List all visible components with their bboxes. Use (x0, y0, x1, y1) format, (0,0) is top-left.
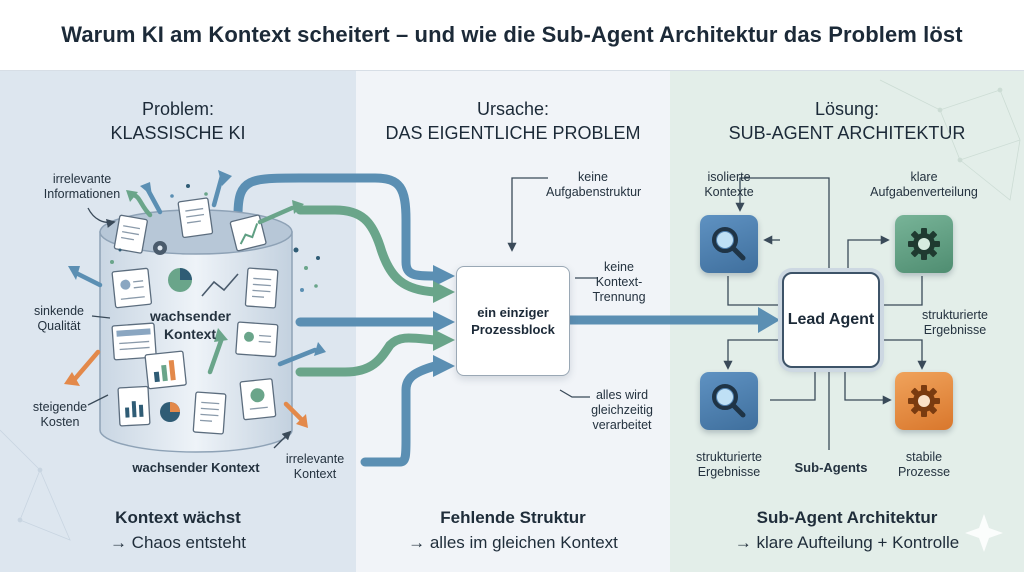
pie-chart-icon (168, 268, 192, 292)
main-arrowhead (758, 307, 780, 333)
problem-heading-line2: KLASSISCHE KI (110, 123, 246, 143)
flow-arrowhead-2 (433, 281, 455, 303)
label-all-at-once: alles wird gleichzeitig verarbeitet (591, 388, 653, 432)
tile-structured-results (700, 372, 758, 430)
label-sub-agents: Sub-Agents (794, 460, 868, 475)
label-no-context-separation: keine Kontext-Trennung (592, 260, 646, 304)
tile-task-distribution (895, 215, 953, 273)
tile-stable-processes (895, 372, 953, 430)
container-label: wachsender Kontext (150, 308, 231, 342)
tile-isolated-contexts (700, 215, 758, 273)
solution-heading-line1: Lösung: (814, 99, 880, 119)
flow-arrow-4 (295, 333, 440, 377)
flow-arrowhead-4 (433, 329, 455, 351)
cause-footer: Fehlende Struktur → alles im gleichen Ko… (356, 505, 670, 555)
document-icon (177, 197, 214, 239)
flow-arrowhead-1 (433, 265, 455, 287)
documents (111, 197, 279, 435)
problem-heading: Problem: KLASSISCHE KI (0, 97, 356, 145)
gear-icon (908, 228, 940, 260)
flow-arrow-1 (233, 173, 440, 281)
label-rising-costs: steigende Kosten (32, 400, 88, 429)
process-block: ein einziger Prozessblock (456, 266, 570, 376)
title-bar: Warum KI am Kontext scheitert – und wie … (0, 0, 1024, 71)
document-icon (113, 214, 148, 254)
page-title: Warum KI am Kontext scheitert – und wie … (61, 22, 963, 47)
cause-heading-line1: Ursache: (476, 99, 550, 119)
solution-footer-line2: → klare Aufteilung + Kontrolle (734, 533, 960, 552)
problem-footer: Kontext wächst → Chaos entsteht (0, 505, 356, 555)
problem-footer-line1: Kontext wächst (115, 508, 241, 527)
solution-footer-line1: Sub-Agent Architektur (756, 508, 938, 527)
problem-footer-line2: → Chaos entsteht (109, 533, 247, 552)
flow-arrowhead-5 (433, 355, 455, 377)
network-decoration-left (0, 429, 71, 541)
problem-heading-line1: Problem: (141, 99, 215, 119)
scatter-dots (110, 184, 320, 292)
profile-card-icon (235, 321, 279, 358)
cause-annotation-lines (507, 177, 598, 398)
label-irrelevant-context: irrelevante Kontext (285, 452, 345, 481)
magnifier-icon (712, 384, 746, 418)
profile-card-icon (111, 267, 153, 309)
label-no-task-structure: keine Aufgabenstruktur (546, 170, 642, 199)
label-clear-task-distribution: klare Aufgabenverteilung (870, 170, 978, 199)
solution-heading-line2: SUB-AGENT ARCHITEKTUR (728, 123, 966, 143)
pie-document-icon (239, 378, 277, 421)
window-card-icon (111, 322, 157, 361)
solution-heading: Lösung: SUB-AGENT ARCHITEKTUR (670, 97, 1024, 145)
trend-line-icon (201, 273, 239, 297)
problem-annotation-lines (87, 207, 292, 449)
label-irrelevant-info: irrelevante Informationen (43, 172, 121, 201)
magnifier-icon (712, 227, 746, 261)
flow-arrow-2 (295, 205, 440, 297)
sparkle-icon (965, 514, 1003, 552)
pie-chart-icon (160, 402, 180, 422)
label-growing-context: wachsender Kontext (132, 460, 260, 475)
flow-arrows (233, 173, 440, 467)
agent-connectors (723, 177, 927, 450)
gear-icon (153, 241, 167, 255)
label-structured-results-right: strukturierte Ergebnisse (922, 308, 988, 337)
network-decoration (879, 79, 1021, 201)
cause-footer-line2: → alles im gleichen Kontext (408, 533, 618, 552)
cause-heading: Ursache: DAS EIGENTLICHE PROBLEM (356, 97, 670, 145)
lead-agent-box: Lead Agent (782, 272, 880, 368)
chaos-arrowheads (64, 170, 326, 428)
label-sinking-quality: sinkende Qualität (33, 304, 85, 333)
chart-document-icon (229, 214, 267, 252)
solution-footer: Sub-Agent Architektur → klare Aufteilung… (670, 505, 1024, 555)
cause-heading-line2: DAS EIGENTLICHE PROBLEM (385, 123, 641, 143)
label-isolated-contexts: isolierte Kontexte (704, 170, 754, 199)
label-stable-processes: stabile Prozesse (897, 450, 951, 479)
label-structured-results-left: strukturierte Ergebnisse (696, 450, 762, 479)
document-icon (192, 391, 227, 435)
flow-arrowhead-3 (433, 311, 455, 333)
flow-arrow-5 (360, 361, 440, 467)
gear-icon (908, 385, 940, 417)
document-icon (244, 267, 279, 309)
cause-footer-line1: Fehlende Struktur (440, 508, 586, 527)
bar-chart-icon (144, 350, 187, 390)
document-icon (117, 385, 151, 427)
flow-arrowheads (433, 265, 455, 377)
